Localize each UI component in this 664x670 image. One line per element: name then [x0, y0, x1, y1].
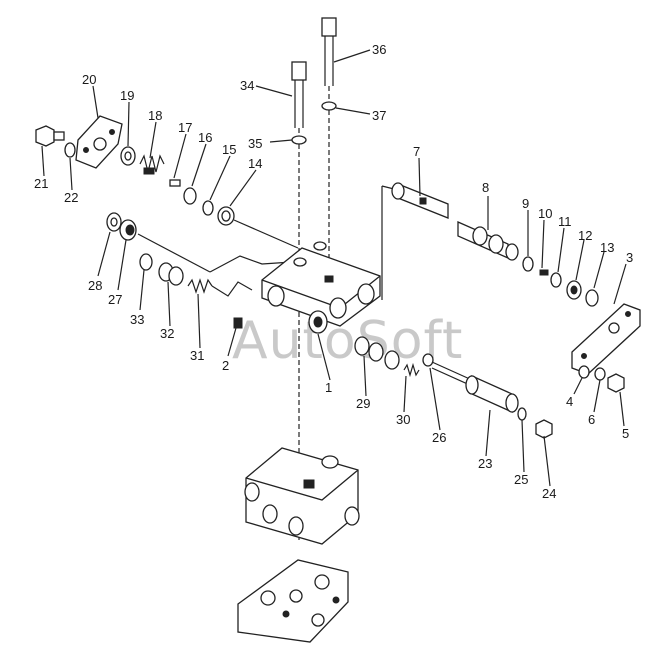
- callout-5: 5: [622, 426, 629, 441]
- callout-11: 11: [558, 214, 572, 229]
- callout-13: 13: [600, 240, 614, 255]
- pin-10: [539, 269, 549, 276]
- callout-30: 30: [396, 412, 410, 427]
- spring-18: [139, 154, 165, 175]
- pin-17: [169, 179, 181, 187]
- pin-2: [233, 317, 243, 329]
- callout-9: 9: [522, 196, 529, 211]
- callout-12: 12: [578, 228, 592, 243]
- callout-19: 19: [120, 88, 134, 103]
- callout-16: 16: [198, 130, 212, 145]
- sleeve-32: [158, 262, 184, 286]
- callout-3: 3: [626, 250, 633, 265]
- callout-27: 27: [108, 292, 122, 307]
- callout-23: 23: [478, 456, 492, 471]
- ring-9: [522, 256, 534, 272]
- seal-19: [120, 146, 136, 166]
- washer-35: [291, 135, 307, 145]
- ring-28: [106, 212, 122, 232]
- plug-14: [217, 206, 235, 226]
- callout-14: 14: [248, 156, 262, 171]
- callout-37: 37: [372, 108, 386, 123]
- callout-36: 36: [372, 42, 386, 57]
- spring-30: [403, 362, 420, 378]
- callout-28: 28: [88, 278, 102, 293]
- spring-31: [187, 278, 213, 294]
- callout-15: 15: [222, 142, 236, 157]
- callout-10: 10: [538, 206, 552, 221]
- callout-22: 22: [64, 190, 78, 205]
- callout-31: 31: [190, 348, 204, 363]
- callout-35: 35: [248, 136, 262, 151]
- plug-24: [535, 419, 553, 439]
- bolt-21: [35, 125, 65, 147]
- callout-34: 34: [240, 78, 254, 93]
- spool-8: [457, 221, 519, 261]
- callout-21: 21: [34, 176, 48, 191]
- spool-29: [354, 336, 400, 370]
- ring-33: [139, 253, 153, 271]
- ring-11: [550, 272, 562, 288]
- callout-18: 18: [148, 108, 162, 123]
- cap-27: [119, 219, 137, 241]
- cover-3: [571, 303, 641, 375]
- callout-25: 25: [514, 472, 528, 487]
- spool-7: [391, 182, 449, 219]
- flange-20: [75, 115, 123, 169]
- callout-20: 20: [82, 72, 96, 87]
- callout-6: 6: [588, 412, 595, 427]
- callout-1: 1: [325, 380, 332, 395]
- callout-2: 2: [222, 358, 229, 373]
- callout-29: 29: [356, 396, 370, 411]
- ring-15: [202, 200, 214, 216]
- leader-lines: [41, 49, 627, 487]
- washer-37: [321, 101, 337, 111]
- washer-6: [594, 367, 606, 381]
- base-plate: [237, 559, 349, 643]
- ring-13: [585, 289, 599, 307]
- callout-4: 4: [566, 394, 573, 409]
- callout-7: 7: [413, 144, 420, 159]
- stem-26: [422, 353, 473, 387]
- callout-24: 24: [542, 486, 556, 501]
- valve-body-1: [261, 241, 381, 334]
- plug-12: [566, 280, 582, 300]
- callout-labels: 1 2 3 4 5 6 7 8 9 10 11 12 13 14 15 16 1…: [34, 42, 633, 501]
- callout-33: 33: [130, 312, 144, 327]
- sleeve-23: [465, 374, 519, 414]
- washer-4: [578, 365, 590, 379]
- callout-32: 32: [160, 326, 174, 341]
- callout-26: 26: [432, 430, 446, 445]
- bolt-5: [607, 373, 625, 393]
- washer-22: [64, 142, 76, 158]
- ring-16: [183, 187, 197, 205]
- ring-25: [517, 407, 527, 421]
- lower-valve-body: [244, 447, 360, 545]
- callout-8: 8: [482, 180, 489, 195]
- callout-17: 17: [178, 120, 192, 135]
- bolt-34: [291, 61, 307, 540]
- bolt-36: [321, 17, 337, 290]
